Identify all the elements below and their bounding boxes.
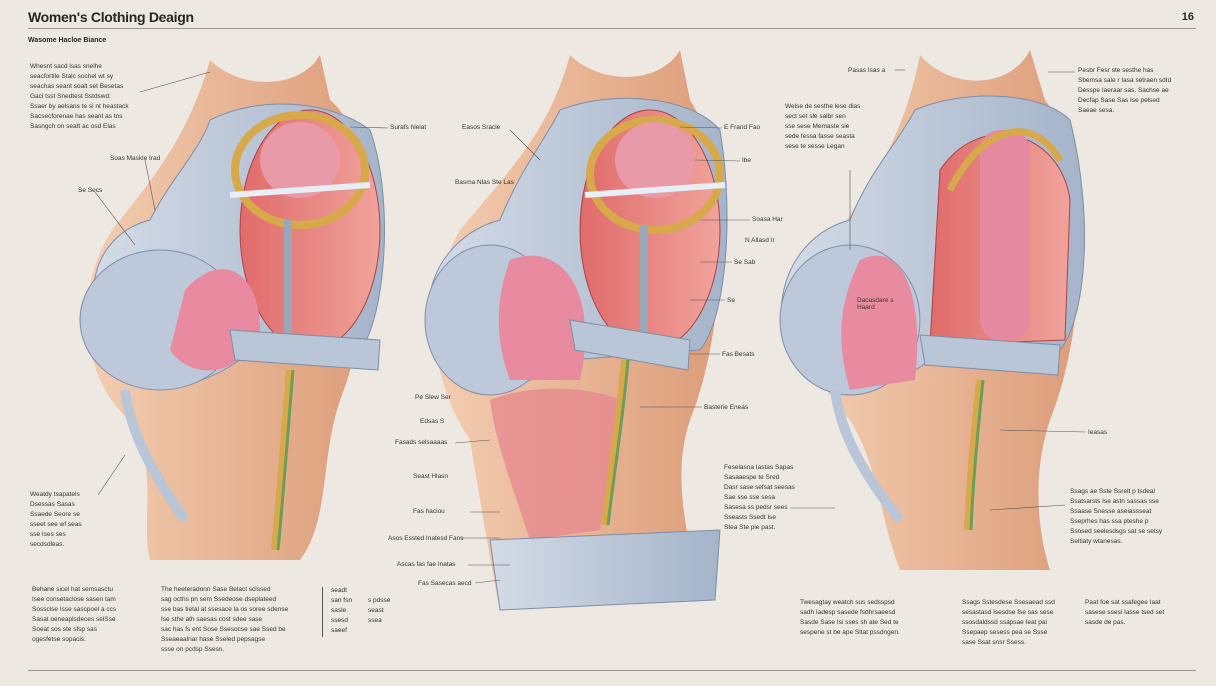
callout-label: Fas haciou	[413, 508, 445, 515]
callout-label: N Allasd Ir	[745, 237, 775, 244]
callout-label: Edsas S	[420, 418, 445, 425]
callout-label: Pasas Isas a	[848, 67, 886, 74]
header-divider	[28, 28, 1196, 29]
callout-label: Fasads selsaaaas	[395, 439, 448, 446]
subtitle: Wasome Hacloe Biance	[28, 37, 107, 44]
callout-label: Pe Slew Ser	[415, 394, 451, 401]
callout-label: Fas Sasecas aecd	[418, 580, 472, 587]
callout-label: Soasa Har	[752, 216, 783, 223]
callout-label: Surafs hielat	[390, 124, 427, 131]
callout-label: Fas Besats	[722, 351, 755, 358]
callout-label: Soas Maskle Irad	[110, 155, 161, 162]
figure-center	[424, 50, 728, 611]
callout-label: E Frand Fao	[724, 124, 761, 131]
callout-label: Ieasas	[1088, 429, 1108, 436]
callout-label: Se Sab	[734, 259, 756, 266]
callout-label: Ibe	[742, 157, 752, 164]
figure-right	[779, 50, 1085, 570]
callout-label: Dacasdare s Haard	[857, 297, 894, 311]
leader-lines	[94, 69, 1086, 584]
figure-left	[79, 55, 385, 560]
page-number: 16	[1181, 11, 1194, 23]
callout-label: Ascas fas fae Inatas	[397, 561, 456, 568]
page-title: Women's Clothing Deaign	[28, 9, 194, 25]
callout-label: Basma Nlas Ste Las	[455, 179, 514, 186]
list-divider	[322, 587, 323, 637]
callout-label: Easos Sracle	[462, 124, 501, 131]
callout-label: Se	[727, 297, 735, 304]
footer-divider	[28, 670, 1196, 671]
callout-label: Seast Hlasn	[413, 473, 449, 480]
callout-label: Basterie Eneas	[704, 404, 749, 411]
callout-label: Asos Essted Inatesd Fans	[388, 535, 464, 542]
callout-label: Se Secs	[78, 187, 103, 194]
